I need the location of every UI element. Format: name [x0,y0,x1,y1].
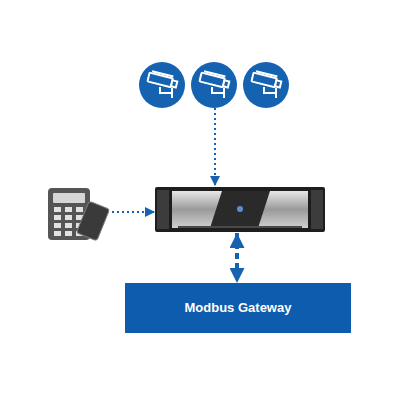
dotted-arrow [112,211,155,213]
keypad-card-reader [48,188,110,241]
rack-server [155,187,325,232]
server-node [155,186,325,233]
gateway-box: Modbus Gateway [125,283,351,333]
node-label: Modbus Gateway [185,300,292,316]
camera-group [138,62,293,108]
access-keypad [46,186,112,246]
dotted-arrow [235,233,239,283]
dotted-arrow [214,108,216,186]
camera-icons [139,62,289,108]
